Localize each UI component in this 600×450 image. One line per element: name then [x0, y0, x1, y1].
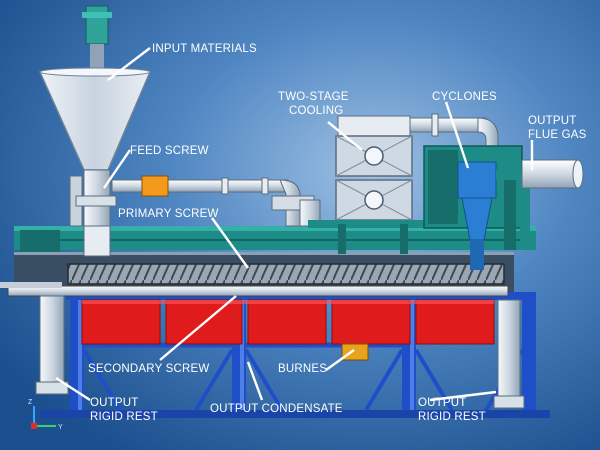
primary-screw [67, 263, 505, 285]
right-rigid-rest-outlet [493, 299, 525, 409]
two-stage-cooling-unit [308, 115, 428, 254]
axis-gizmo: Z Y [28, 399, 63, 431]
label-output-rigid-rest-left-line1: OUTPUT [90, 397, 138, 409]
axis-z-label: Z [28, 399, 33, 406]
label-two-stage-cooling-line1: TWO-STAGE [278, 91, 349, 103]
label-output-rigid-rest-right-line1: OUTPUT [418, 397, 466, 409]
label-output-flue-gas-line2: FLUE GAS [528, 129, 587, 141]
label-two-stage-cooling-line2: COOLING [289, 105, 343, 117]
label-output-rigid-rest-right-line2: RIGID REST [418, 411, 486, 423]
label-primary-screw: PRIMARY SCREW [118, 208, 219, 220]
burner-boxes [81, 299, 495, 361]
label-output-rigid-rest-left-line2: RIGID REST [90, 411, 158, 423]
axis-y-label: Y [58, 424, 63, 431]
label-burnes: BURNES [278, 363, 327, 375]
left-rigid-rest-outlet [35, 295, 69, 395]
leader-lines [55, 47, 534, 402]
label-output-condensate: OUTPUT CONDENSATE [210, 403, 343, 415]
secondary-screw [0, 282, 509, 297]
gas-duct [111, 175, 321, 227]
feed-hopper-assembly [38, 5, 152, 257]
label-cyclones: CYCLONES [432, 91, 497, 103]
label-input-materials: INPUT MATERIALS [152, 43, 257, 55]
cyclones [423, 145, 534, 270]
label-feed-screw: FEED SCREW [130, 145, 209, 157]
label-output-flue-gas-line1: OUTPUT [528, 115, 576, 127]
label-secondary-screw: SECONDARY SCREW [88, 363, 209, 375]
